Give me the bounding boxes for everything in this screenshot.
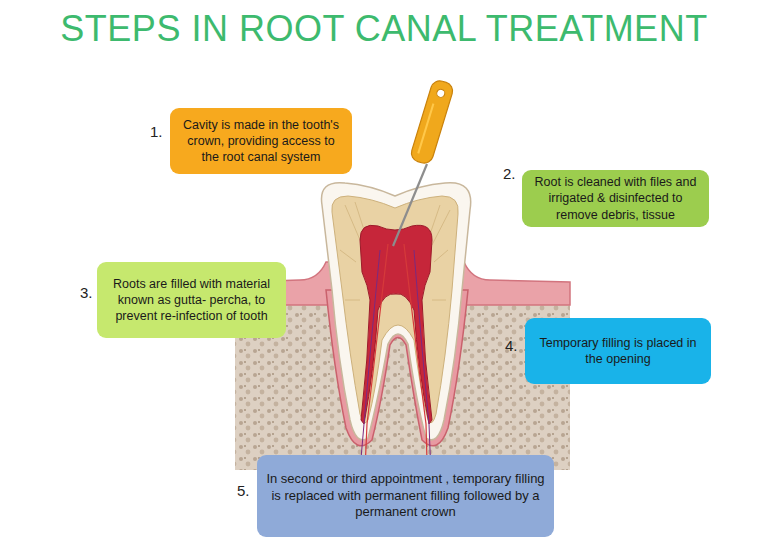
step-box: Temporary filling is placed in the openi…	[525, 318, 711, 384]
step-box: Roots are filled with material known as …	[97, 262, 286, 338]
callout-number: 5.	[237, 482, 250, 499]
step-box: Root is cleaned with files and irrigated…	[522, 170, 709, 227]
step-text: Roots are filled with material known as …	[105, 276, 278, 325]
callout-number: 2.	[503, 165, 516, 182]
callout-number: 1.	[150, 123, 163, 140]
tooth-enamel	[321, 183, 470, 440]
step-text: Root is cleaned with files and irrigated…	[530, 174, 701, 223]
callout-number: 4.	[505, 337, 518, 354]
step-text: Temporary filling is placed in the openi…	[533, 335, 703, 368]
file-needle	[393, 164, 427, 246]
step-text: In second or third appointment , tempora…	[265, 471, 546, 522]
file-handle	[409, 79, 455, 166]
callout-number: 3.	[80, 284, 93, 301]
step-box: In second or third appointment , tempora…	[257, 455, 554, 537]
step-box: Cavity is made in the tooth's crown, pro…	[170, 108, 352, 174]
step-text: Cavity is made in the tooth's crown, pro…	[178, 117, 344, 166]
title: STEPS IN ROOT CANAL TREATMENT	[0, 8, 768, 50]
